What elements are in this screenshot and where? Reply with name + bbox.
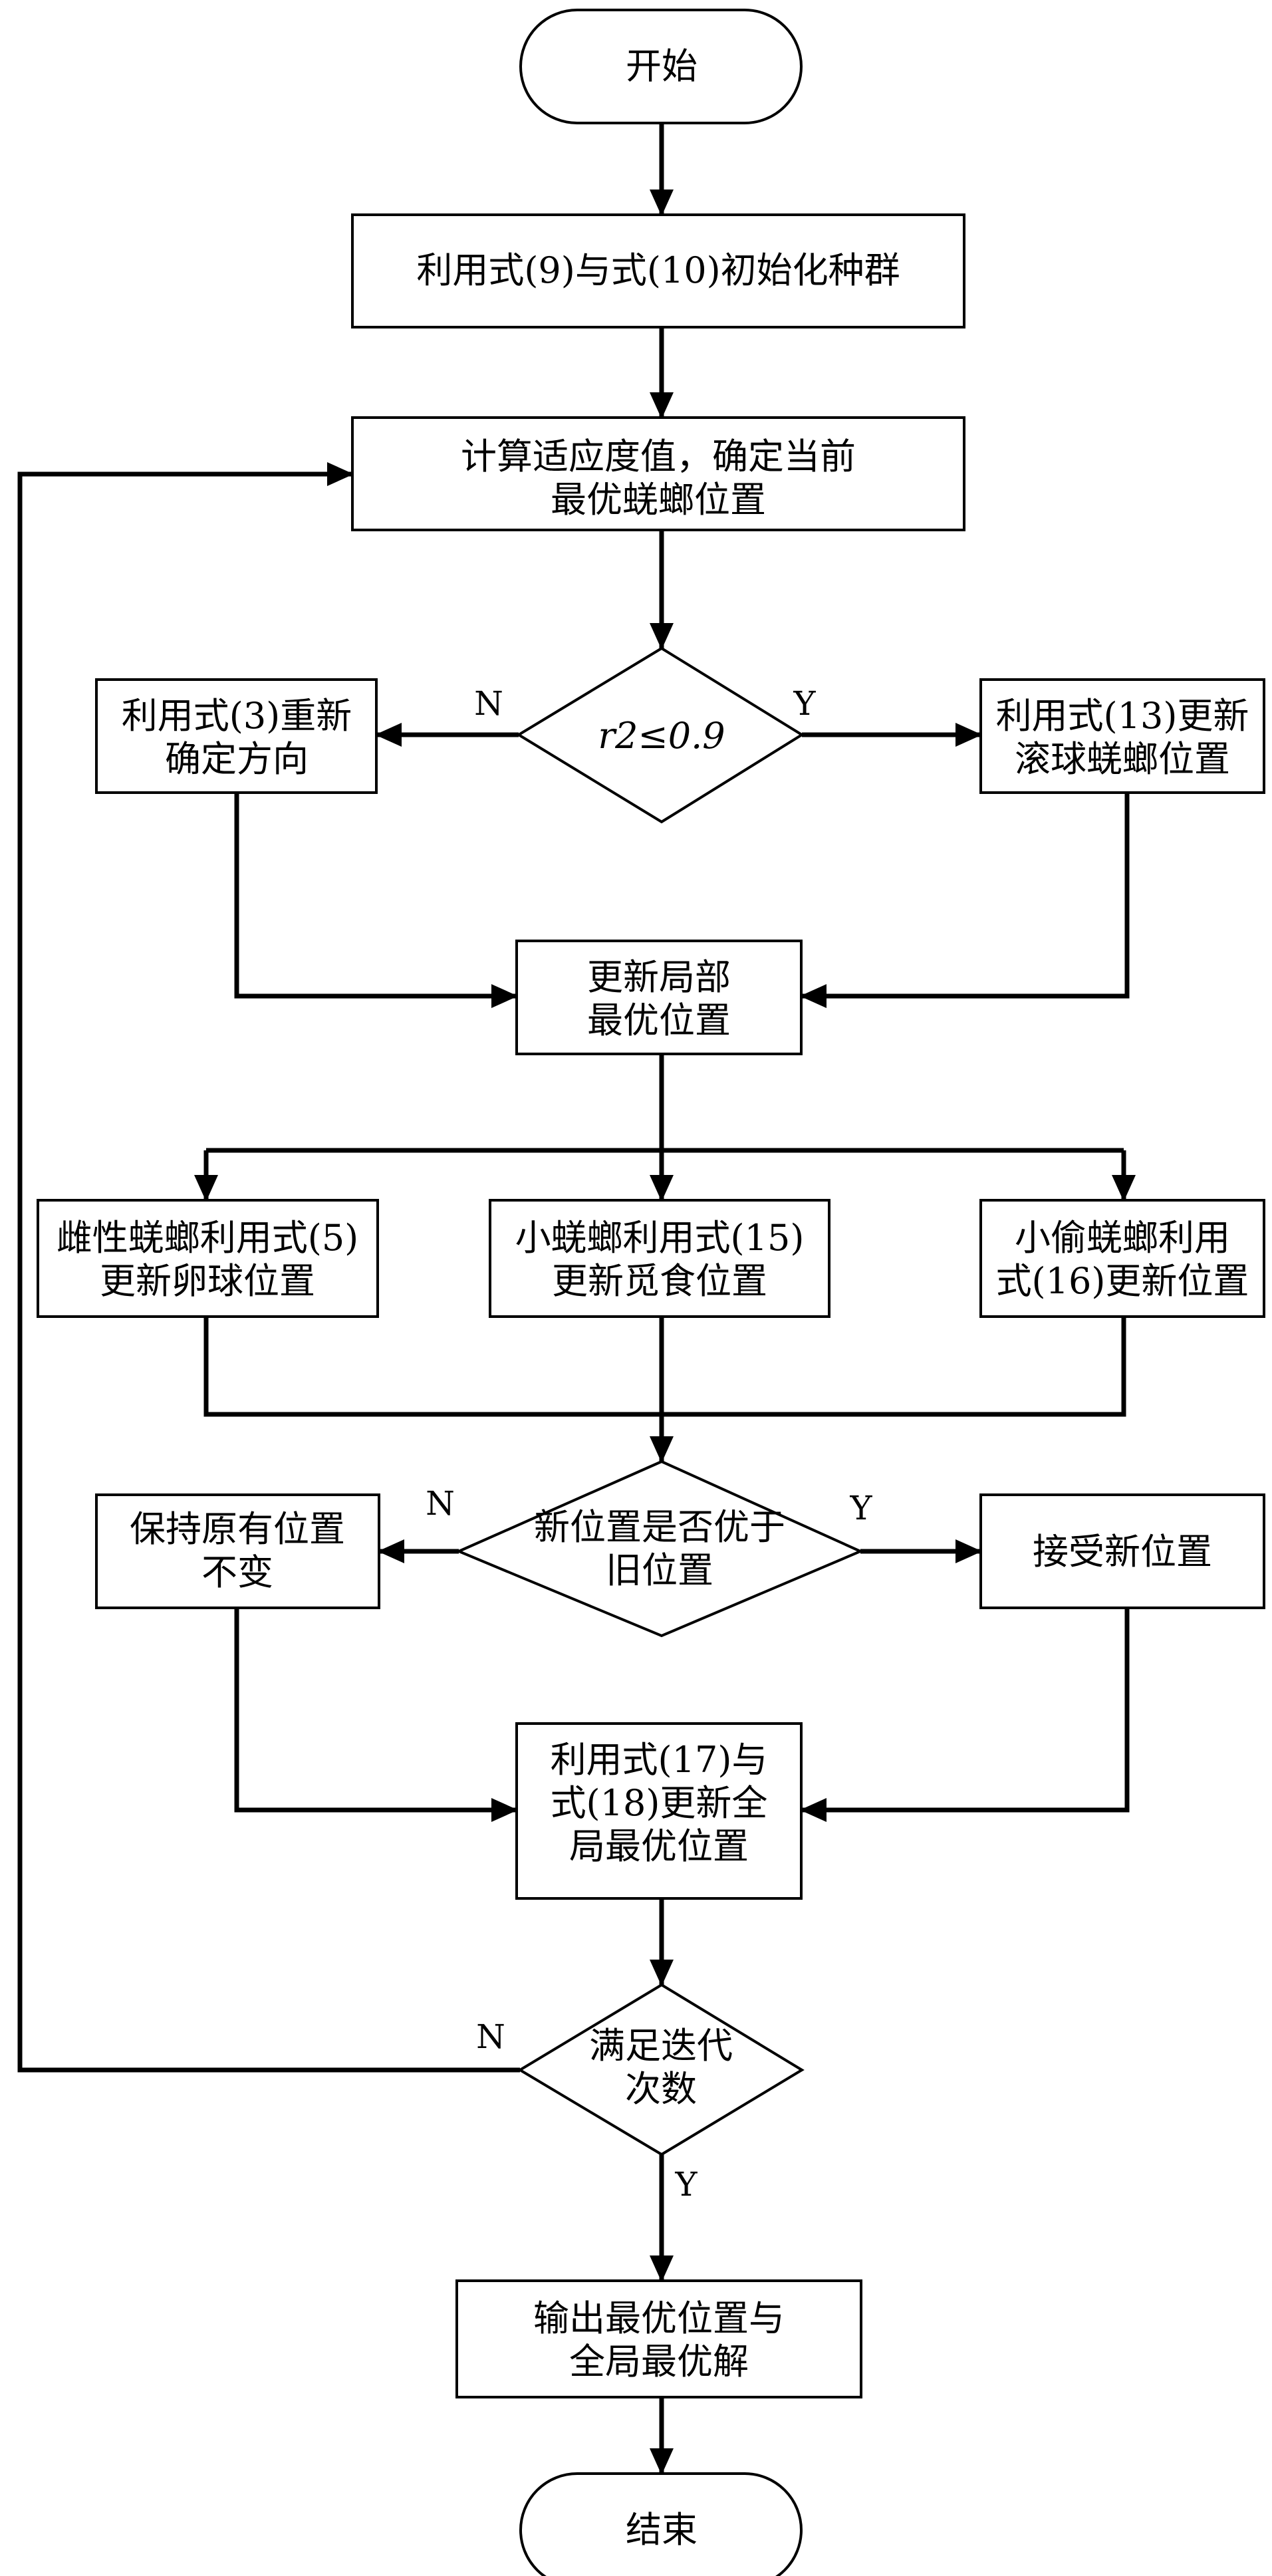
- iter-yes-label: Y: [674, 2165, 698, 2204]
- end-label: 结束: [626, 2509, 698, 2551]
- small-update-label-line1: 小蜣螂利用式(15): [515, 1217, 805, 1259]
- output-label-line1: 输出最优位置与: [533, 2297, 785, 2339]
- global-best-label-line3: 局最优位置: [569, 1825, 749, 1867]
- node-init: [351, 213, 965, 328]
- node-end: [519, 2472, 803, 2576]
- init-label: 利用式(9)与式(10)初始化种群: [416, 249, 900, 291]
- start-label: 开始: [626, 45, 698, 87]
- node-fitness: [351, 416, 965, 531]
- thief-update-label-line1: 小偷蜣螂利用: [1015, 1217, 1230, 1259]
- node-thief-update: [979, 1199, 1265, 1318]
- node-decision-r2: [516, 646, 805, 824]
- node-keep-position: [95, 1493, 380, 1609]
- local-best-label-line2: 最优位置: [587, 999, 731, 1041]
- node-local-best: [515, 940, 803, 1055]
- node-decision-better: [455, 1460, 864, 1638]
- female-update-label-line2: 更新卵球位置: [100, 1260, 315, 1302]
- r2-yes-label: Y: [793, 684, 816, 723]
- node-accept-position: [979, 1493, 1265, 1609]
- node-decision-iter: [517, 1983, 805, 2156]
- edge-iter-loop: [17, 462, 520, 2073]
- output-label-line2: 全局最优解: [569, 2341, 749, 2383]
- decision-better-label-line2: 旧位置: [606, 1549, 713, 1591]
- decision-iter-label-line1: 满足迭代: [589, 2025, 733, 2067]
- node-redirect: [95, 678, 378, 794]
- fitness-label-line2: 最优蜣螂位置: [551, 479, 766, 521]
- edge-female-merge: [203, 1317, 1126, 1417]
- node-small-update: [489, 1199, 830, 1318]
- better-no-label: N: [426, 1484, 455, 1523]
- accept-position-label: 接受新位置: [1033, 1531, 1212, 1573]
- edge-rolling-localbest: [800, 793, 1130, 1008]
- thief-update-label-line2: 式(16)更新位置: [996, 1260, 1249, 1302]
- r2-no-label: N: [474, 684, 503, 723]
- node-output: [455, 2279, 862, 2398]
- keep-position-label-line1: 保持原有位置: [130, 1508, 345, 1550]
- redirect-label-line2: 确定方向: [165, 738, 309, 780]
- fitness-label-line1: 计算适应度值，确定当前: [461, 436, 856, 477]
- edge-keep-global: [234, 1608, 518, 1822]
- local-best-label-line1: 更新局部: [587, 956, 731, 998]
- global-best-label-line2: 式(18)更新全: [551, 1782, 768, 1824]
- decision-iter-label-line2: 次数: [625, 2068, 697, 2110]
- better-yes-label: Y: [849, 1489, 872, 1527]
- keep-position-label-line2: 不变: [201, 1551, 273, 1593]
- node-female-update: [37, 1199, 379, 1318]
- small-update-label-line2: 更新觅食位置: [552, 1260, 767, 1302]
- rolling-update-label-line1: 利用式(13)更新: [996, 695, 1249, 737]
- rolling-update-label-line2: 滚球蜣螂位置: [1015, 738, 1230, 780]
- female-update-label-line1: 雌性蜣螂利用式(5): [57, 1217, 359, 1259]
- node-start: [519, 9, 803, 124]
- decision-better-label-line1: 新位置是否优于: [534, 1506, 785, 1548]
- node-global-best: [515, 1722, 803, 1900]
- decision-r2-label: r2≤0.9: [598, 715, 725, 757]
- redirect-label-line1: 利用式(3)重新: [122, 695, 352, 737]
- edge-accept-global: [800, 1608, 1130, 1822]
- node-rolling-update: [979, 678, 1265, 794]
- edge-redirect-localbest: [234, 793, 518, 1008]
- connectors: [17, 123, 1136, 2475]
- global-best-label-line1: 利用式(17)与: [551, 1739, 768, 1781]
- iter-no-label: N: [476, 2017, 505, 2056]
